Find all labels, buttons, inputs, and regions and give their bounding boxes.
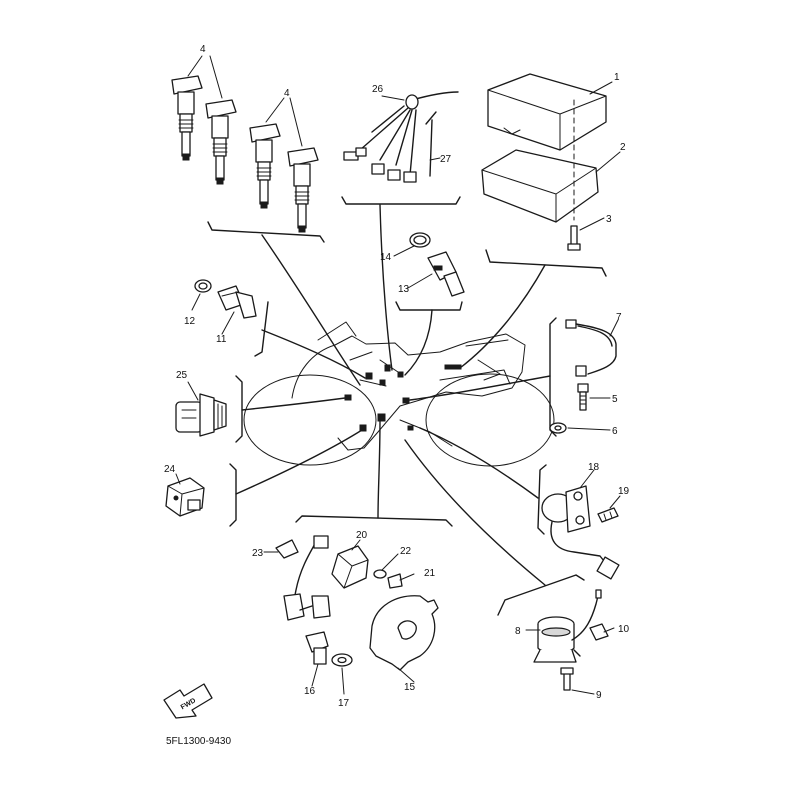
rotor-plate bbox=[305, 595, 439, 671]
ecu-assembly bbox=[481, 73, 607, 251]
callout-4b: 4 bbox=[284, 88, 290, 99]
callout-13: 13 bbox=[398, 284, 410, 295]
sensor-18 bbox=[541, 485, 620, 580]
fwd-arrow-icon: FWD bbox=[163, 683, 213, 719]
diagram-code: 5FL1300-9430 bbox=[166, 736, 231, 747]
callout-4a: 4 bbox=[200, 44, 206, 55]
callout-10: 10 bbox=[618, 624, 630, 635]
part-callouts: 1 2 3 4 4 5 6 7 8 9 10 11 12 13 14 15 16… bbox=[164, 44, 630, 709]
callout-9: 9 bbox=[596, 690, 602, 701]
callout-14: 14 bbox=[380, 252, 392, 263]
leader-lines bbox=[207, 196, 607, 616]
callout-20: 20 bbox=[356, 530, 368, 541]
callout-23: 23 bbox=[252, 548, 264, 559]
sensor-24 bbox=[165, 477, 205, 517]
callout-12: 12 bbox=[184, 316, 196, 327]
callout-17: 17 bbox=[338, 698, 350, 709]
callout-26: 26 bbox=[372, 84, 384, 95]
temp-sender bbox=[409, 232, 465, 297]
pickup-assembly bbox=[275, 535, 403, 621]
callout-22: 22 bbox=[400, 546, 412, 557]
sensor-25 bbox=[175, 393, 227, 437]
ignition-coil-group bbox=[171, 55, 319, 233]
callout-8: 8 bbox=[515, 626, 521, 637]
callout-7: 7 bbox=[616, 312, 622, 323]
wire-harness bbox=[343, 91, 459, 183]
callout-19: 19 bbox=[618, 486, 630, 497]
callout-5: 5 bbox=[612, 394, 618, 405]
callout-21: 21 bbox=[424, 568, 436, 579]
switch-assembly-7 bbox=[549, 319, 617, 434]
callout-6: 6 bbox=[612, 426, 618, 437]
callout-1: 1 bbox=[614, 72, 620, 83]
callout-3: 3 bbox=[606, 214, 612, 225]
callout-27: 27 bbox=[440, 154, 452, 165]
motorcycle-outline bbox=[243, 321, 555, 467]
callout-11: 11 bbox=[216, 334, 227, 345]
sensor-8 bbox=[533, 589, 609, 691]
callout-15: 15 bbox=[404, 682, 416, 693]
callout-leaders bbox=[175, 81, 621, 695]
callout-2: 2 bbox=[620, 142, 626, 153]
callout-24: 24 bbox=[164, 464, 176, 475]
sensor-11 bbox=[194, 279, 257, 319]
callout-16: 16 bbox=[304, 686, 316, 697]
callout-25: 25 bbox=[176, 370, 188, 381]
callout-18: 18 bbox=[588, 462, 600, 473]
